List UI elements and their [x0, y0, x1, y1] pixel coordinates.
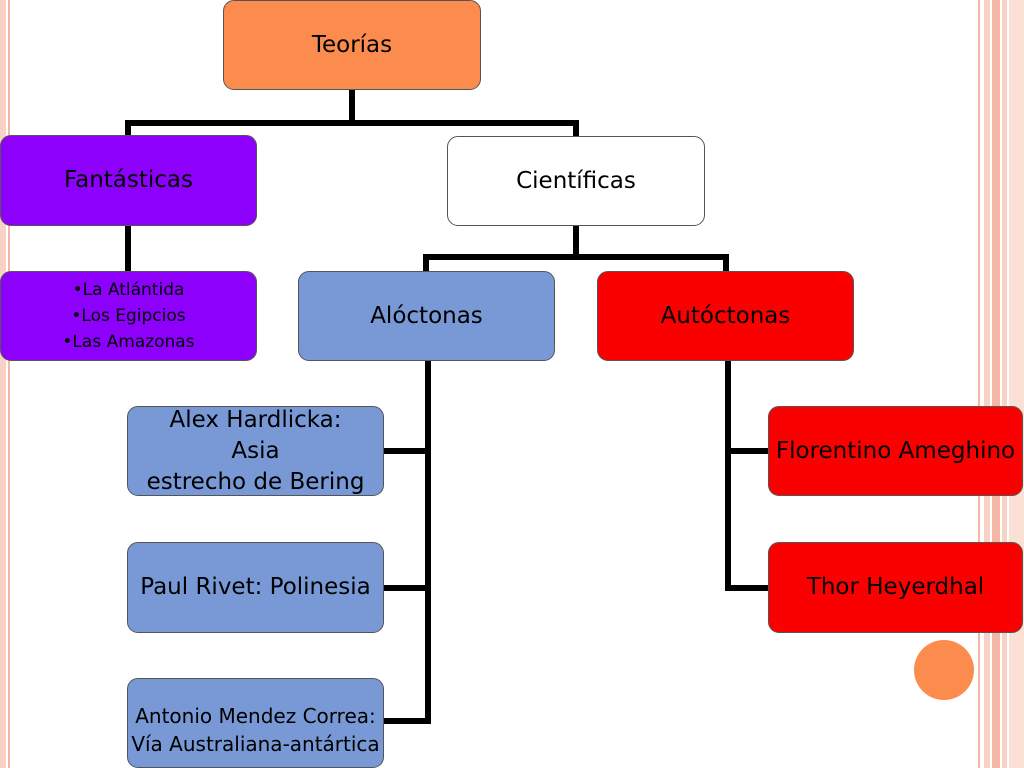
node-heyerdhal-label: Thor Heyerdhal: [806, 574, 985, 600]
list-item: •Los Egipcios: [71, 306, 186, 326]
left-border-stripe: [0, 0, 6, 768]
left-border-line: [8, 0, 10, 768]
node-hardlicka-line: Alex Hardlicka:: [169, 406, 342, 433]
node-fantasticas: Fantásticas: [0, 135, 257, 226]
node-ameghino-label: Florentino Ameghino: [775, 437, 1016, 464]
node-rivet: Paul Rivet: Polinesia: [127, 542, 384, 633]
node-autoctonas: Autóctonas: [597, 271, 854, 361]
node-ameghino: Florentino Ameghino: [768, 406, 1023, 496]
node-aloctonas: Alóctonas: [298, 271, 555, 361]
node-heyerdhal: Thor Heyerdhal: [768, 542, 1023, 633]
node-fantasticas-label: Fantásticas: [63, 167, 193, 193]
right-border-stripe: [984, 0, 990, 768]
decorative-orange-circle: [914, 640, 974, 700]
node-hardlicka-line: Asia: [231, 437, 280, 464]
node-autoctonas-label: Autóctonas: [660, 302, 791, 329]
node-mendez: Antonio Mendez Correa: Vía Australiana-a…: [127, 678, 384, 768]
right-border-stripe: [992, 0, 1000, 768]
node-hardlicka-line: estrecho de Bering: [146, 468, 365, 495]
node-hardlicka: Alex Hardlicka: Asia estrecho de Bering: [127, 406, 384, 496]
connector-root-children: [125, 87, 579, 139]
right-border-line: [978, 0, 980, 768]
list-item: •La Atlántida: [72, 280, 185, 300]
node-cientificas: Científicas: [447, 136, 705, 226]
connector-cientificas-children: [423, 223, 729, 274]
connector-aloctonas-branch: [381, 358, 431, 724]
node-fantasticas-list: •La Atlántida •Los Egipcios •Las Amazona…: [0, 271, 257, 361]
node-teorias: Teorías: [223, 0, 481, 90]
node-mendez-line: Vía Australiana-antártica: [131, 732, 380, 756]
node-aloctonas-label: Alóctonas: [370, 302, 483, 329]
node-rivet-label: Paul Rivet: Polinesia: [140, 574, 371, 600]
node-teorias-label: Teorías: [311, 31, 393, 58]
connector-autoctonas-branch: [725, 358, 771, 591]
list-item: •Las Amazonas: [62, 332, 195, 352]
right-border-stripe: [1002, 0, 1007, 768]
node-cientificas-label: Científicas: [516, 167, 636, 194]
node-mendez-line: Antonio Mendez Correa:: [135, 704, 376, 728]
